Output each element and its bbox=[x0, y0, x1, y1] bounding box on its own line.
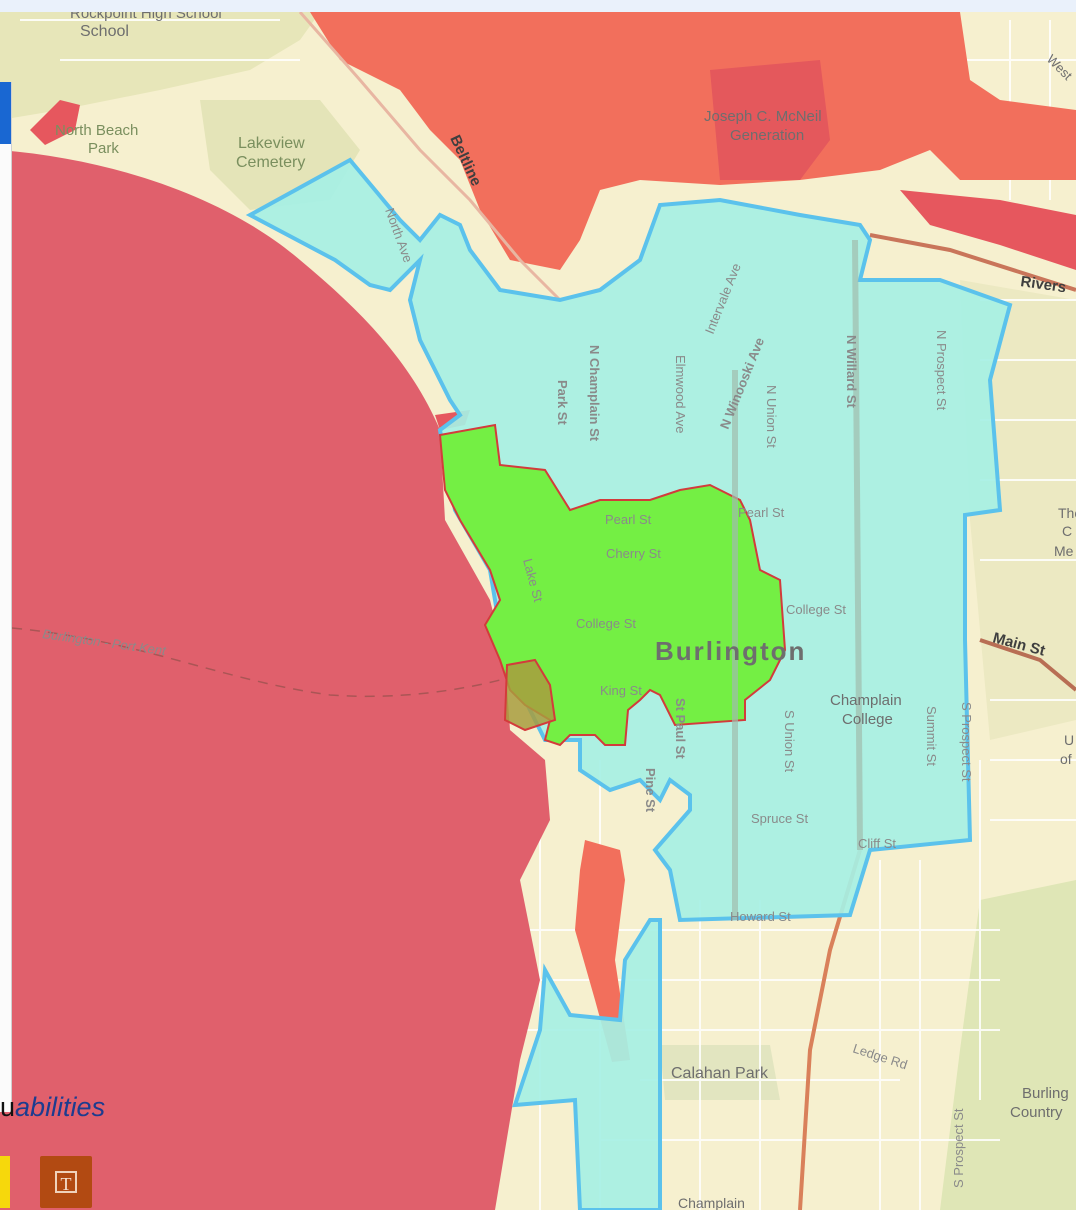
label-n-champlain: N Champlain St bbox=[587, 345, 602, 442]
label-school: School bbox=[80, 23, 129, 40]
label-s-union: S Union St bbox=[782, 710, 797, 773]
label-burling-1: Burling bbox=[1022, 1085, 1069, 1102]
label-n-prospect: N Prospect St bbox=[934, 330, 949, 411]
side-panel-header[interactable] bbox=[0, 82, 11, 144]
side-panel-edge bbox=[0, 82, 12, 1112]
label-north-beach: North Beach bbox=[55, 122, 138, 139]
zone-south[interactable] bbox=[512, 918, 662, 1210]
country-club-area bbox=[940, 880, 1076, 1210]
label-cliff: Cliff St bbox=[858, 836, 896, 851]
label-pearl-2: Pearl St bbox=[738, 505, 785, 520]
text-tool-icon: T bbox=[55, 1171, 77, 1194]
label-park-st: Park St bbox=[555, 380, 570, 425]
flood-zone-south bbox=[575, 840, 630, 1062]
flood-zone-river bbox=[900, 190, 1076, 270]
text-tool-button[interactable]: T bbox=[40, 1156, 92, 1208]
street-grid bbox=[20, 19, 1076, 1210]
label-s-prospect-2: S Prospect St bbox=[951, 1108, 966, 1188]
label-n-union: N Union St bbox=[764, 385, 779, 448]
label-cemetery: Cemetery bbox=[236, 154, 305, 171]
label-champlain-bottom: Champlain bbox=[678, 1195, 745, 1210]
label-king: King St bbox=[600, 683, 642, 698]
willard-corridor bbox=[852, 239, 863, 851]
label-burling-2: Country bbox=[1010, 1104, 1063, 1121]
main-st-road bbox=[979, 638, 1076, 692]
label-edge-me: Me bbox=[1054, 543, 1074, 559]
label-park: Park bbox=[88, 140, 119, 157]
label-howard: Howard St bbox=[730, 909, 791, 924]
label-cherry: Cherry St bbox=[606, 546, 661, 561]
map-canvas[interactable]: Rockpoint High School School North Beach… bbox=[0, 12, 1076, 1210]
label-mcneil-2: Generation bbox=[730, 127, 804, 144]
label-champlain-college-2: College bbox=[842, 711, 893, 728]
label-spruce: Spruce St bbox=[751, 811, 808, 826]
label-n-willard: N Willard St bbox=[844, 335, 859, 409]
label-school-top: Rockpoint High School bbox=[70, 12, 222, 22]
generation-station-area bbox=[710, 60, 830, 180]
ferry-route bbox=[11, 627, 501, 698]
color-swatch-yellow[interactable] bbox=[0, 1156, 10, 1208]
label-mcneil-1: Joseph C. McNeil bbox=[704, 108, 822, 125]
label-pearl-1: Pearl St bbox=[605, 512, 652, 527]
label-pine: Pine St bbox=[643, 768, 658, 813]
label-lakeview: Lakeview bbox=[238, 135, 305, 152]
flood-zone-beach bbox=[30, 100, 80, 145]
riverside-road bbox=[869, 233, 1076, 292]
label-edge-u: U bbox=[1064, 732, 1074, 748]
panel-heading-fragment: uabilities bbox=[0, 1092, 106, 1122]
label-st-paul: St Paul St bbox=[673, 698, 688, 759]
zone-waterfront[interactable] bbox=[503, 658, 557, 732]
top-bar bbox=[0, 0, 1076, 12]
beltline-road bbox=[298, 12, 562, 302]
label-summit: Summit St bbox=[924, 706, 939, 766]
label-riverside: Rivers bbox=[1019, 273, 1067, 296]
place-labels: Rockpoint High School School North Beach… bbox=[55, 12, 1076, 1210]
label-college-2: College St bbox=[786, 602, 846, 617]
label-edge-of: of bbox=[1060, 751, 1072, 767]
label-champlain-college-1: Champlain bbox=[830, 692, 902, 709]
calahan-park-area bbox=[660, 1045, 780, 1100]
label-college-1: College St bbox=[576, 616, 636, 631]
label-s-prospect: S Prospect St bbox=[959, 702, 974, 782]
label-elmwood: Elmwood Ave bbox=[673, 355, 688, 434]
label-edge-the: The bbox=[1058, 505, 1076, 521]
flood-zone-north bbox=[310, 12, 1076, 270]
label-calahan-park: Calahan Park bbox=[671, 1065, 769, 1082]
lake-champlain bbox=[0, 150, 550, 1210]
park-area-north bbox=[0, 12, 320, 120]
label-city: Burlington bbox=[655, 636, 806, 666]
label-edge-c: C bbox=[1062, 523, 1072, 539]
